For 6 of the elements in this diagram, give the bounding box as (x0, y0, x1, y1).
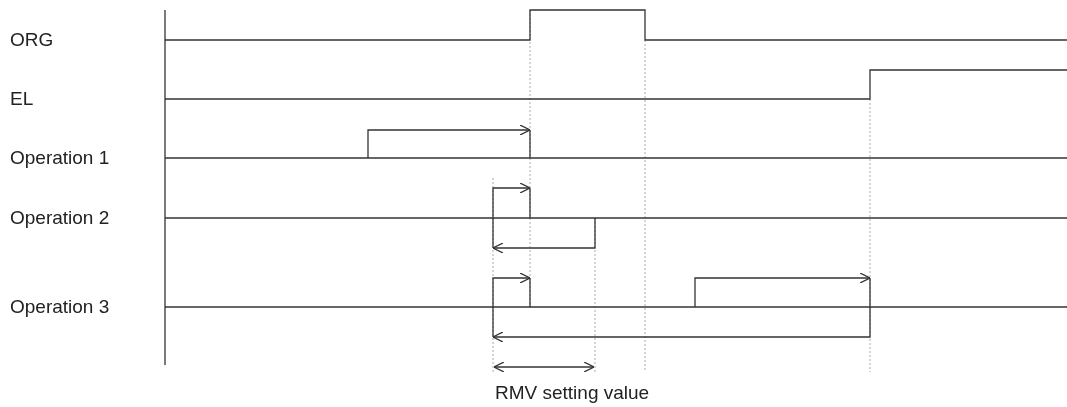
signal-label: ORG (10, 29, 54, 51)
signal-label: Operation 3 (10, 296, 110, 318)
signal-label: Operation 1 (10, 147, 110, 169)
dimension-label: RMV setting value (495, 382, 650, 404)
signal-label: Operation 2 (10, 207, 110, 229)
signal-label: EL (10, 88, 34, 110)
